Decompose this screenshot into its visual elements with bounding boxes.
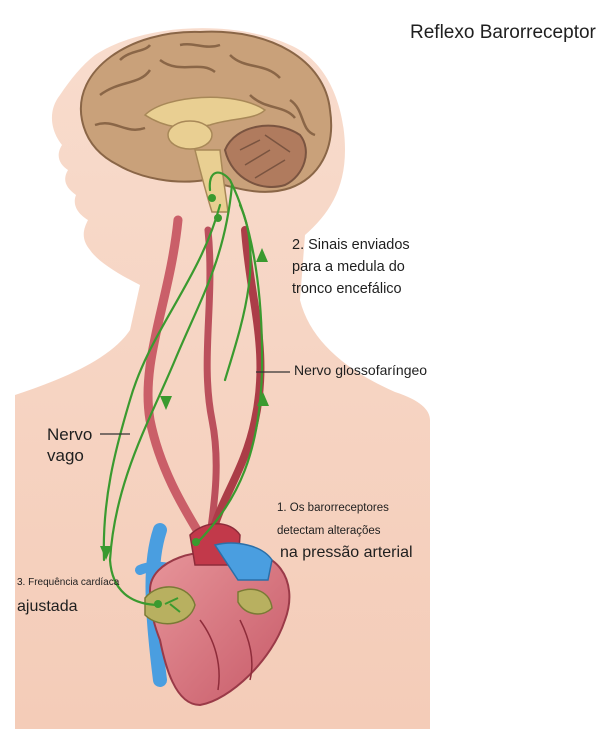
label-step1-line2: detectam alterações bbox=[277, 525, 381, 537]
label-step1-line1: 1. Os barorreceptores bbox=[277, 502, 389, 514]
label-vagus-line2: vago bbox=[47, 445, 92, 466]
label-step3-line2: ajustada bbox=[17, 598, 78, 616]
label-step2-line1: 2. Sinais enviados bbox=[292, 234, 410, 256]
label-step2-line2: para a medula do bbox=[292, 256, 410, 278]
label-step3-line1: 3. Frequência cardíaca bbox=[17, 577, 119, 588]
label-step2: 2. Sinais enviados para a medula do tron… bbox=[292, 234, 410, 300]
label-vagus-line1: Nervo bbox=[47, 424, 92, 445]
label-vagus-nerve: Nervo vago bbox=[47, 424, 92, 466]
label-step1-line3: na pressão arterial bbox=[280, 544, 413, 562]
label-glossopharyngeal-nerve: Nervo glossofaríngeo bbox=[294, 362, 427, 378]
label-step2-line3: tronco encefálico bbox=[292, 278, 410, 300]
diagram-title: Reflexo Barorreceptor bbox=[410, 22, 596, 44]
